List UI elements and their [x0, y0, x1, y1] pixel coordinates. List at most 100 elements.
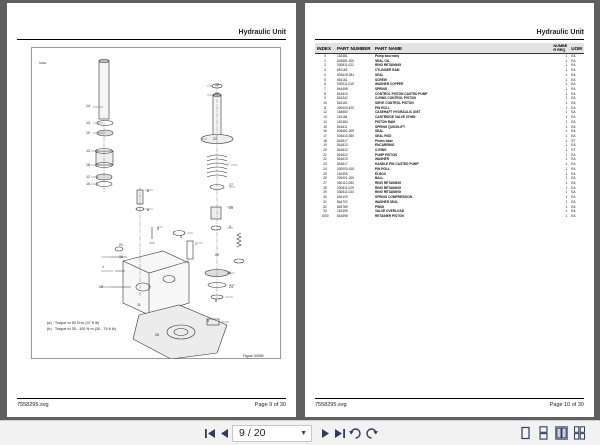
callout: 13: [86, 121, 90, 125]
footer-rule: [315, 398, 584, 399]
cell-part-number: 161184: [337, 115, 348, 120]
cell-index: 8: [324, 91, 326, 96]
cell-index: 15: [323, 124, 327, 129]
torque-note-a: (a) Torque to 50 N·m (37 ft lb): [47, 321, 99, 325]
callout-layer: 29 14 22 13 10 13 23 16 12 15 6 7 6 17 2…: [7, 3, 296, 417]
callout: 29: [215, 83, 219, 87]
exploded-view-drawing: [91, 58, 245, 359]
two-page-continuous-icon[interactable]: [573, 426, 586, 440]
cell-part-number: 816613: [337, 143, 348, 148]
cell-qty: 1: [565, 213, 568, 218]
cell-part-name: WASHER SEAL: [375, 199, 399, 204]
cell-uom: EA: [571, 96, 576, 101]
cell-part-number: 844103: [337, 195, 348, 200]
cell-part-name: CYLINDER RAM: [375, 68, 400, 73]
cell-part-number: 030811-033: [337, 190, 354, 195]
callout: 13: [86, 149, 90, 153]
cell-part-name: RING RETAINING: [375, 180, 402, 185]
cell-uom: EA: [571, 110, 576, 115]
cell-qty: 1: [565, 152, 568, 157]
last-page-button[interactable]: [332, 426, 347, 441]
two-page-icon[interactable]: [555, 426, 568, 440]
cell-qty: 1: [565, 162, 568, 167]
cell-index: 5: [324, 77, 326, 82]
cell-index: 27: [323, 180, 327, 185]
cell-qty: 1: [565, 209, 568, 214]
continuous-page-icon[interactable]: [537, 426, 550, 440]
cell-index: 29: [323, 190, 327, 195]
callout: 12: [86, 175, 90, 179]
cell-index: 17: [323, 133, 327, 138]
cell-index: 14: [323, 119, 327, 124]
total-pages: 20: [253, 427, 266, 439]
cell-part-number: 816622: [337, 152, 348, 157]
cell-part-name: WASHER: [375, 157, 389, 162]
cell-part-name: SPRING: [375, 86, 388, 91]
callout: 28: [155, 333, 159, 337]
page-header: Hydraulic Unit: [238, 29, 286, 36]
cell-qty: 1: [565, 176, 568, 181]
cell-uom: EA: [571, 68, 576, 73]
cell-part-number: 030811-029: [337, 185, 354, 190]
cell-index: 2: [324, 63, 326, 68]
forward-view-button[interactable]: [364, 426, 379, 441]
cell-part-name: RING RETAINING: [375, 185, 402, 190]
cell-qty: 1: [565, 199, 568, 204]
cell-qty: 1: [565, 96, 568, 101]
note-marker: (b): [47, 327, 52, 331]
cell-qty: 1: [565, 63, 568, 68]
cell-part-name: CASEHAFT HYDRAULIC UNIT: [375, 110, 421, 115]
cell-part-name: SPRING QUICKLIFT: [375, 124, 406, 129]
page-number-input[interactable]: 9/20 ▼: [232, 425, 312, 442]
cell-part-number: 030000-615: [337, 166, 355, 171]
cell-part-name: HANDLE PIN CASTED PUMP: [375, 162, 419, 167]
cell-part-name: RETAINER PISTON: [375, 213, 404, 218]
cell-part-name: SEAL ROD: [375, 133, 392, 138]
cell-part-number: 816611: [337, 124, 348, 129]
chevron-down-icon[interactable]: ▼: [300, 430, 307, 437]
cell-part-number: 845789: [337, 204, 348, 209]
cell-index: 28: [323, 185, 327, 190]
cell-part-name: ENCARRING: [375, 143, 395, 148]
cell-part-name: Piston base: [375, 138, 393, 143]
single-page-icon[interactable]: [519, 426, 532, 440]
cell-uom: EA: [571, 101, 576, 106]
cell-part-number: 162495: [337, 171, 348, 176]
first-page-button[interactable]: [203, 426, 218, 441]
viewer-toolbar: 9/20 ▼: [0, 420, 600, 445]
cell-qty: 1: [565, 68, 568, 73]
cell-qty: 1: [565, 91, 568, 96]
cell-part-name: SIEVE CONTROL PISTON: [375, 101, 414, 106]
cell-index: 7: [324, 86, 326, 91]
cell-uom: EA: [571, 115, 576, 120]
back-view-button[interactable]: [348, 426, 363, 441]
cell-uom: ST: [571, 148, 576, 153]
cell-uom: EA: [571, 105, 576, 110]
cell-qty: 1: [565, 143, 568, 148]
header-rule: [315, 39, 584, 40]
cell-uom: EA: [571, 199, 576, 204]
cell-uom: EA: [571, 86, 576, 91]
cell-index: 1000: [321, 213, 329, 218]
previous-page-button[interactable]: [217, 426, 232, 441]
next-page-button[interactable]: [318, 426, 333, 441]
callout: 1: [102, 265, 104, 269]
cell-index: 19: [323, 143, 327, 148]
cell-index: 1: [324, 58, 326, 63]
callout: 8: [215, 299, 217, 303]
cell-part-name: Pump assembly: [375, 54, 400, 58]
